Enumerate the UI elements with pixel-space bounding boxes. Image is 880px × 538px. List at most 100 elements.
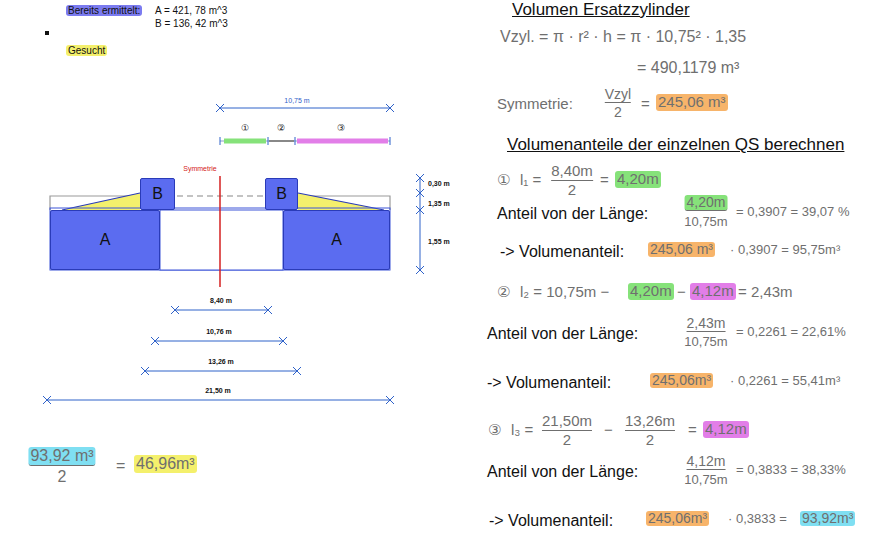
highlighted-text: Gesucht <box>66 45 107 56</box>
formula-text: 245,06 m³ <box>656 94 728 111</box>
formula-text: 8,40m <box>551 163 593 181</box>
drawing-line <box>219 176 221 287</box>
section-heading: Volumenanteile der einzelnen QS berechne… <box>507 136 844 155</box>
drawing-polygon <box>298 193 384 210</box>
dimension-label: 10,75 m <box>284 97 309 105</box>
formula-text: = <box>116 457 125 475</box>
drawing-path <box>43 396 394 404</box>
formula-text: = 0,2261 = 22,61% <box>736 325 846 339</box>
formula-text: 2 <box>563 432 571 449</box>
formula-text: = 0,3833 = 38,33% <box>736 463 846 477</box>
formula-text: 10,75m <box>684 473 727 487</box>
block-letter: A <box>331 231 342 249</box>
bullet-dot <box>45 31 49 35</box>
formula-text: = 2,43m <box>738 284 793 301</box>
dimension-line <box>216 104 394 112</box>
dimension-label: 1,35 m <box>428 200 450 208</box>
formula-text: = <box>688 422 697 439</box>
drawing-line <box>47 400 390 401</box>
formula-text: Vzyl <box>605 87 631 103</box>
formula-text: l₃ = <box>511 422 533 439</box>
formula-text: 93,92 m³ <box>28 447 95 466</box>
drawing-path <box>151 337 287 345</box>
formula-text: l₁ = <box>520 172 541 189</box>
drawing-line <box>145 371 297 372</box>
cross-section <box>50 176 390 287</box>
text-line: Anteil von der Länge: <box>487 325 638 343</box>
formula-text: 21,50m <box>542 413 592 431</box>
text-line: -> Volumenanteil: <box>500 243 624 261</box>
drawing-line <box>298 193 384 210</box>
formula-text: 245,06 m³ <box>648 242 715 257</box>
text-line: -> Volumenanteil: <box>489 512 613 530</box>
formula-text: 2 <box>614 105 622 120</box>
dimension-label: 10,76 m <box>206 328 232 336</box>
formula-text: 4,12m <box>690 283 736 300</box>
drawing-path <box>171 306 272 314</box>
formula-text: 2 <box>58 468 67 486</box>
highlighted-text: Bereits ermittelt: <box>66 5 142 16</box>
formula-text: l₂ = 10,75m − <box>520 284 609 301</box>
formula-text: 245,06m³ <box>650 373 713 388</box>
text-line: -> Volumenanteil: <box>487 374 611 392</box>
drawing-path <box>220 137 390 145</box>
drawing-polygon <box>62 193 140 210</box>
formula-text: = <box>641 96 650 113</box>
text-line: Anteil von der Länge: <box>497 205 648 223</box>
formula-text: · 0,2261 = 55,41m³ <box>730 374 840 388</box>
formula-text: 245,06m³ <box>646 511 709 526</box>
callout-number: ① <box>497 172 510 189</box>
formula-text: 2,43m <box>687 316 726 332</box>
block-letter: B <box>152 185 163 203</box>
callout-number: ① <box>241 124 249 134</box>
dimension-label: 13,26 m <box>208 358 234 366</box>
section-heading: Volumen Ersatzzylinder <box>512 1 690 20</box>
dimension-line <box>43 306 394 404</box>
cross-section-block: A <box>283 210 390 270</box>
formula-text: − <box>677 284 686 301</box>
segment-bar <box>220 137 390 145</box>
drawing-path <box>141 367 301 375</box>
formula-text: 4,20m <box>615 171 661 188</box>
formula-text: 93,92m³ <box>800 511 855 526</box>
drawing-line <box>420 178 421 270</box>
drawing-line <box>155 341 283 342</box>
drawing-line <box>220 108 390 109</box>
text-line: B = 136, 42 m^3 <box>155 18 228 29</box>
dimension-label: 21,50 m <box>205 387 231 395</box>
formula-text: 10,75m <box>684 215 727 229</box>
formula-text: = 490,1179 m³ <box>637 59 739 77</box>
drawing-line <box>224 139 266 144</box>
drawing-path <box>216 104 394 112</box>
formula-text: 46,96m³ <box>134 455 197 473</box>
drawing-rect <box>160 210 283 270</box>
text-line: Anteil von der Länge: <box>487 463 638 481</box>
block-letter: A <box>100 231 111 249</box>
formula-text: · 0,3907 = 95,75m³ <box>730 243 840 257</box>
cross-section-block: B <box>140 178 175 210</box>
drawing-line <box>269 140 294 142</box>
formula-text: 2 <box>646 432 654 449</box>
block-letter: B <box>276 185 287 203</box>
formula-text: 10,75m <box>684 335 727 349</box>
cross-section-block: B <box>265 178 298 210</box>
drawing-line <box>297 139 388 144</box>
formula-text: · 0,3833 = <box>728 512 787 526</box>
cross-section-block: A <box>50 210 160 270</box>
dimension-line <box>416 174 424 274</box>
callout-number: ② <box>277 124 285 134</box>
callout-number: ③ <box>488 422 501 439</box>
text-line: A = 421, 78 m^3 <box>155 5 227 16</box>
callout-number: ③ <box>337 124 345 134</box>
symmetry-label: Symmetrie <box>183 165 216 173</box>
drawing-line <box>175 310 268 311</box>
formula-text: 4,12m <box>687 454 726 470</box>
dimension-label: 8,40 m <box>210 297 232 305</box>
dimension-label: 0,30 m <box>428 180 450 188</box>
formula-text: 4,12m <box>703 421 749 438</box>
formula-text: = <box>600 172 609 189</box>
formula-text: 13,26m <box>625 413 675 431</box>
formula-text: 4,20m <box>685 195 728 211</box>
formula-text: Symmetrie: <box>497 96 573 113</box>
